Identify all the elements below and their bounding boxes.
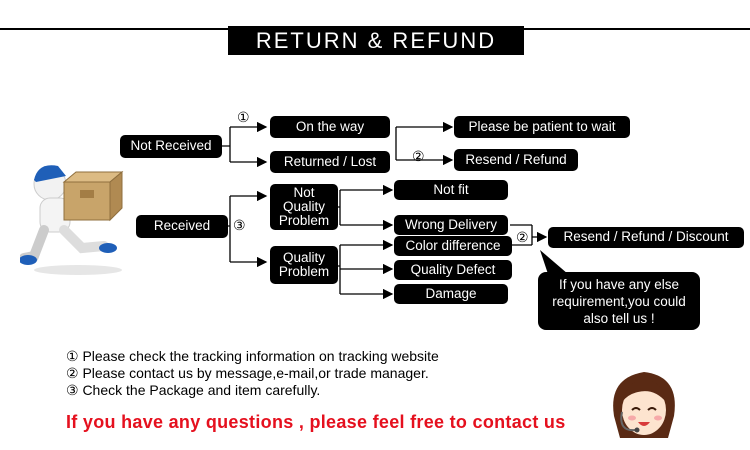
node-returned-lost: Returned / Lost xyxy=(270,151,390,173)
marker-1: ① xyxy=(237,109,250,125)
node-not-fit: Not fit xyxy=(394,180,508,200)
node-quality-problem: Quality Problem xyxy=(270,246,338,284)
node-resend-refund-discount: Resend / Refund / Discount xyxy=(548,227,744,248)
note-item: ① Please check the tracking information … xyxy=(66,348,439,364)
node-not-quality-problem: Not Quality Problem xyxy=(270,184,338,230)
node-quality-defect: Quality Defect xyxy=(394,260,512,280)
delivery-man-icon xyxy=(20,165,124,275)
note-item: ② Please contact us by message,e-mail,or… xyxy=(66,365,429,381)
marker-2b: ② xyxy=(516,229,529,245)
node-not-received: Not Received xyxy=(120,135,222,158)
node-patient-wait: Please be patient to wait xyxy=(454,116,630,138)
node-damage: Damage xyxy=(394,284,508,304)
node-resend-refund: Resend / Refund xyxy=(454,149,578,171)
support-agent-icon xyxy=(613,372,675,438)
instructions: ① Please check the tracking information … xyxy=(66,348,439,399)
marker-2a: ② xyxy=(412,148,425,164)
node-color-difference: Color difference xyxy=(394,236,512,256)
node-received: Received xyxy=(136,215,228,238)
marker-3: ③ xyxy=(233,217,246,233)
contact-message: If you have any questions , please feel … xyxy=(66,412,566,432)
node-wrong-delivery: Wrong Delivery xyxy=(394,215,508,235)
requirement-bubble: If you have any else requirement,you cou… xyxy=(538,272,700,330)
node-on-the-way: On the way xyxy=(270,116,390,138)
page-title: RETURN & REFUND xyxy=(228,26,524,55)
note-item: ③ Check the Package and item carefully. xyxy=(66,382,321,398)
